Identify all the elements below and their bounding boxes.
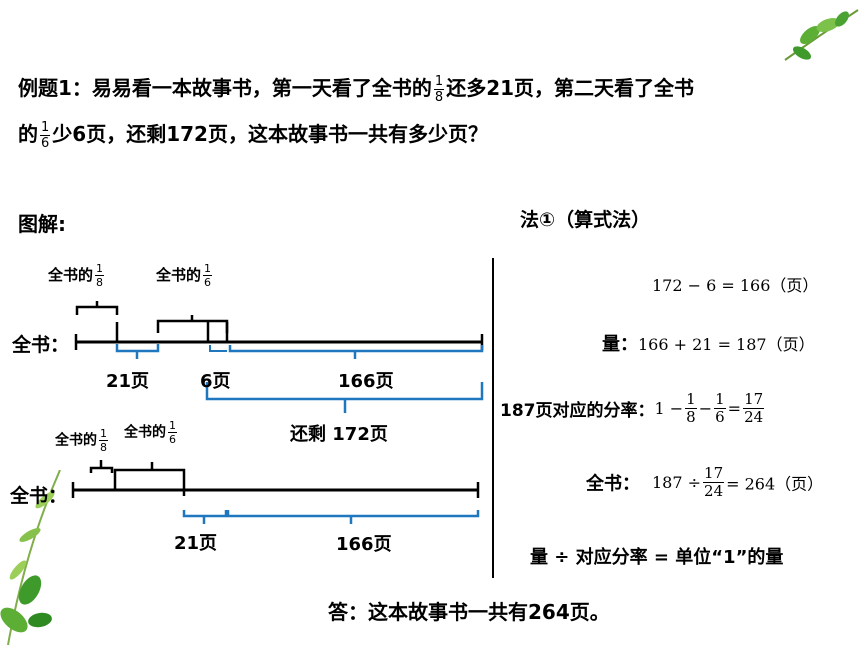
answer-text: 答：这本故事书一共有264页。: [328, 600, 610, 624]
equation-3-label: 187页对应的分率：: [500, 401, 655, 421]
divider: [492, 258, 494, 578]
leaf-decoration-bottom-left: [0, 470, 61, 645]
diagram-heading: 图解:: [18, 212, 66, 236]
equation-2-row: 量：166 + 21 = 187（页）: [602, 330, 815, 356]
diagram1-label-166: 166页: [338, 371, 394, 392]
equation-2-label: 量：: [602, 334, 638, 355]
diagram2-whole-label: 全书：: [10, 485, 68, 507]
leaf-decoration-top-right: [784, 9, 859, 61]
diagram2-label-166: 166页: [336, 534, 392, 555]
problem-text-2b: 少6页，还剩172页，这本故事书一共有多少页？: [52, 122, 488, 146]
diagram1-whole-label: 全书：: [12, 334, 70, 356]
rule-text: 量 ÷ 对应分率 = 单位“1”的量: [530, 547, 784, 568]
equation-2: 166 + 21 = 187（页）: [638, 335, 815, 354]
method-heading: 法①（算式法）: [520, 209, 651, 231]
diagram1-label-6: 6页: [200, 371, 231, 392]
equation-4-label: 全书：: [586, 473, 640, 495]
diagram1-label-21: 21页: [106, 371, 150, 392]
problem-text-1a: 例题1：易易看一本故事书，第一天看了全书的: [18, 76, 432, 100]
equation-1: 172 − 6 = 166（页）: [652, 276, 819, 295]
line-diagram-1: [74, 301, 484, 413]
problem-text-1b: 还多21页，第二天看了全书: [446, 76, 695, 100]
problem-text-2a: 的: [18, 122, 38, 146]
line-diagram-2: [71, 460, 480, 524]
diagram1-label-remaining: 还剩 172页: [290, 424, 388, 445]
diagram2-label-21: 21页: [174, 533, 218, 554]
